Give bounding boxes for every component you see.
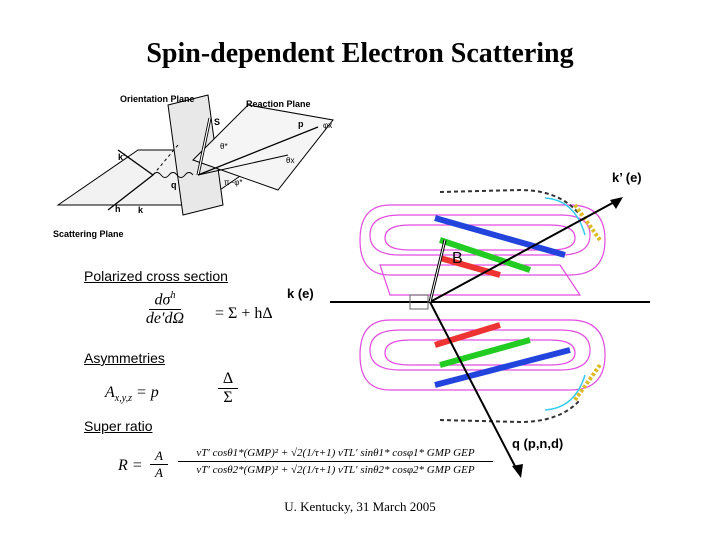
asymmetries-heading: Asymmetries	[84, 350, 165, 366]
cyan-arc-lower	[544, 374, 586, 411]
reaction-plane-label: Reaction Plane	[246, 99, 311, 109]
yellow-upper	[573, 203, 602, 242]
phi-x-label: φx	[323, 121, 332, 130]
footer: U. Kentucky, 31 March 2005	[284, 499, 436, 514]
s-label: S	[214, 117, 220, 127]
polarized-heading: Polarized cross section	[84, 268, 228, 284]
k-e-label: k (e)	[287, 286, 314, 301]
h-label: h	[115, 204, 121, 214]
lower-coils	[359, 319, 606, 391]
spin-vector-inner	[197, 117, 211, 176]
asym-fraction: Δ Σ	[218, 370, 238, 407]
ratio-a1: A	[150, 448, 168, 465]
blue-bar-upper	[434, 215, 566, 258]
xsec-num-text: dσ	[154, 291, 171, 309]
green-bar-upper	[439, 237, 531, 273]
asym-lhs: A	[105, 384, 115, 401]
chain-upper	[439, 188, 581, 216]
k-label: k	[138, 205, 144, 215]
q-extension	[197, 154, 289, 176]
xsec-numerator: dσh	[148, 290, 182, 311]
chain-lower	[439, 399, 581, 424]
upper-coils	[359, 204, 606, 296]
px-label: p	[298, 119, 304, 129]
target	[409, 294, 429, 310]
slide-title: Spin-dependent Electron Scattering	[146, 38, 574, 69]
xsec-sup: h	[170, 290, 176, 301]
yellow-lower	[573, 363, 602, 402]
ratio-a2: A	[150, 465, 168, 481]
q-arrow	[429, 301, 519, 473]
q-pnd-label: q (p,n,d)	[512, 436, 563, 451]
k-vector	[107, 174, 154, 211]
ratio-denominator: vT′ cosθ2*(GMP)² + √2(1/τ+1) vTL′ sinθ2*…	[196, 464, 475, 476]
dashed-line	[152, 144, 179, 176]
ratio-lhs: R =	[118, 457, 143, 474]
xsec-rhs: = Σ + hΔ	[215, 305, 273, 322]
asym-rhs: = p	[136, 384, 159, 401]
kinematics-diagram: Orientation Plane Reaction Plane Scatter…	[53, 94, 334, 239]
pi-phi-label: π−φ*	[224, 178, 243, 187]
cyan-arc-upper	[544, 197, 586, 236]
px-vector	[197, 126, 319, 176]
xsec-fraction: dσh de′dΩ	[105, 290, 225, 328]
theta-star-label: θ*	[220, 142, 228, 151]
asym-num: Δ	[218, 370, 238, 389]
super-ratio-heading: Super ratio	[84, 418, 153, 434]
asym-equation: Ax,y,z = p	[105, 384, 159, 404]
detector-diagram: k’ (e) B q (p,n,d)	[330, 170, 650, 478]
q-arrowhead	[512, 464, 523, 478]
xsec-denominator: de′dΩ	[145, 310, 185, 328]
kprime-vector	[117, 149, 154, 176]
red-bar-lower	[434, 322, 501, 348]
blue-bar-lower	[434, 347, 571, 388]
orientation-plane-label: Orientation Plane	[120, 94, 195, 104]
ratio-numerator: vT′ cosθ1*(GMP)² + √2(1/τ+1) vTL′ sinθ1*…	[178, 447, 493, 462]
kprime-arrowhead	[610, 197, 623, 209]
green-bar-lower	[439, 337, 531, 368]
kprime-label: k'	[118, 152, 125, 162]
asym-den: Σ	[223, 389, 233, 406]
q-label: q	[171, 180, 177, 190]
red-bar-upper	[439, 255, 501, 278]
ratio-a-fraction: A A	[150, 448, 168, 481]
b-label: B	[452, 250, 463, 267]
ratio-a2-text: A	[155, 465, 163, 480]
b-field-vector-inner	[429, 239, 446, 303]
ratio-big-fraction: vT′ cosθ1*(GMP)² + √2(1/τ+1) vTL′ sinθ1*…	[178, 447, 493, 476]
photon-wiggle	[152, 172, 194, 178]
asym-sub: x,y,z	[114, 393, 132, 405]
kprime-arrow	[429, 199, 619, 303]
scattering-plane-label: Scattering Plane	[53, 229, 124, 239]
theta-x-label: θx	[286, 156, 294, 165]
ratio-a1-text: A	[155, 448, 163, 463]
kprime-e-label: k’ (e)	[612, 170, 642, 185]
